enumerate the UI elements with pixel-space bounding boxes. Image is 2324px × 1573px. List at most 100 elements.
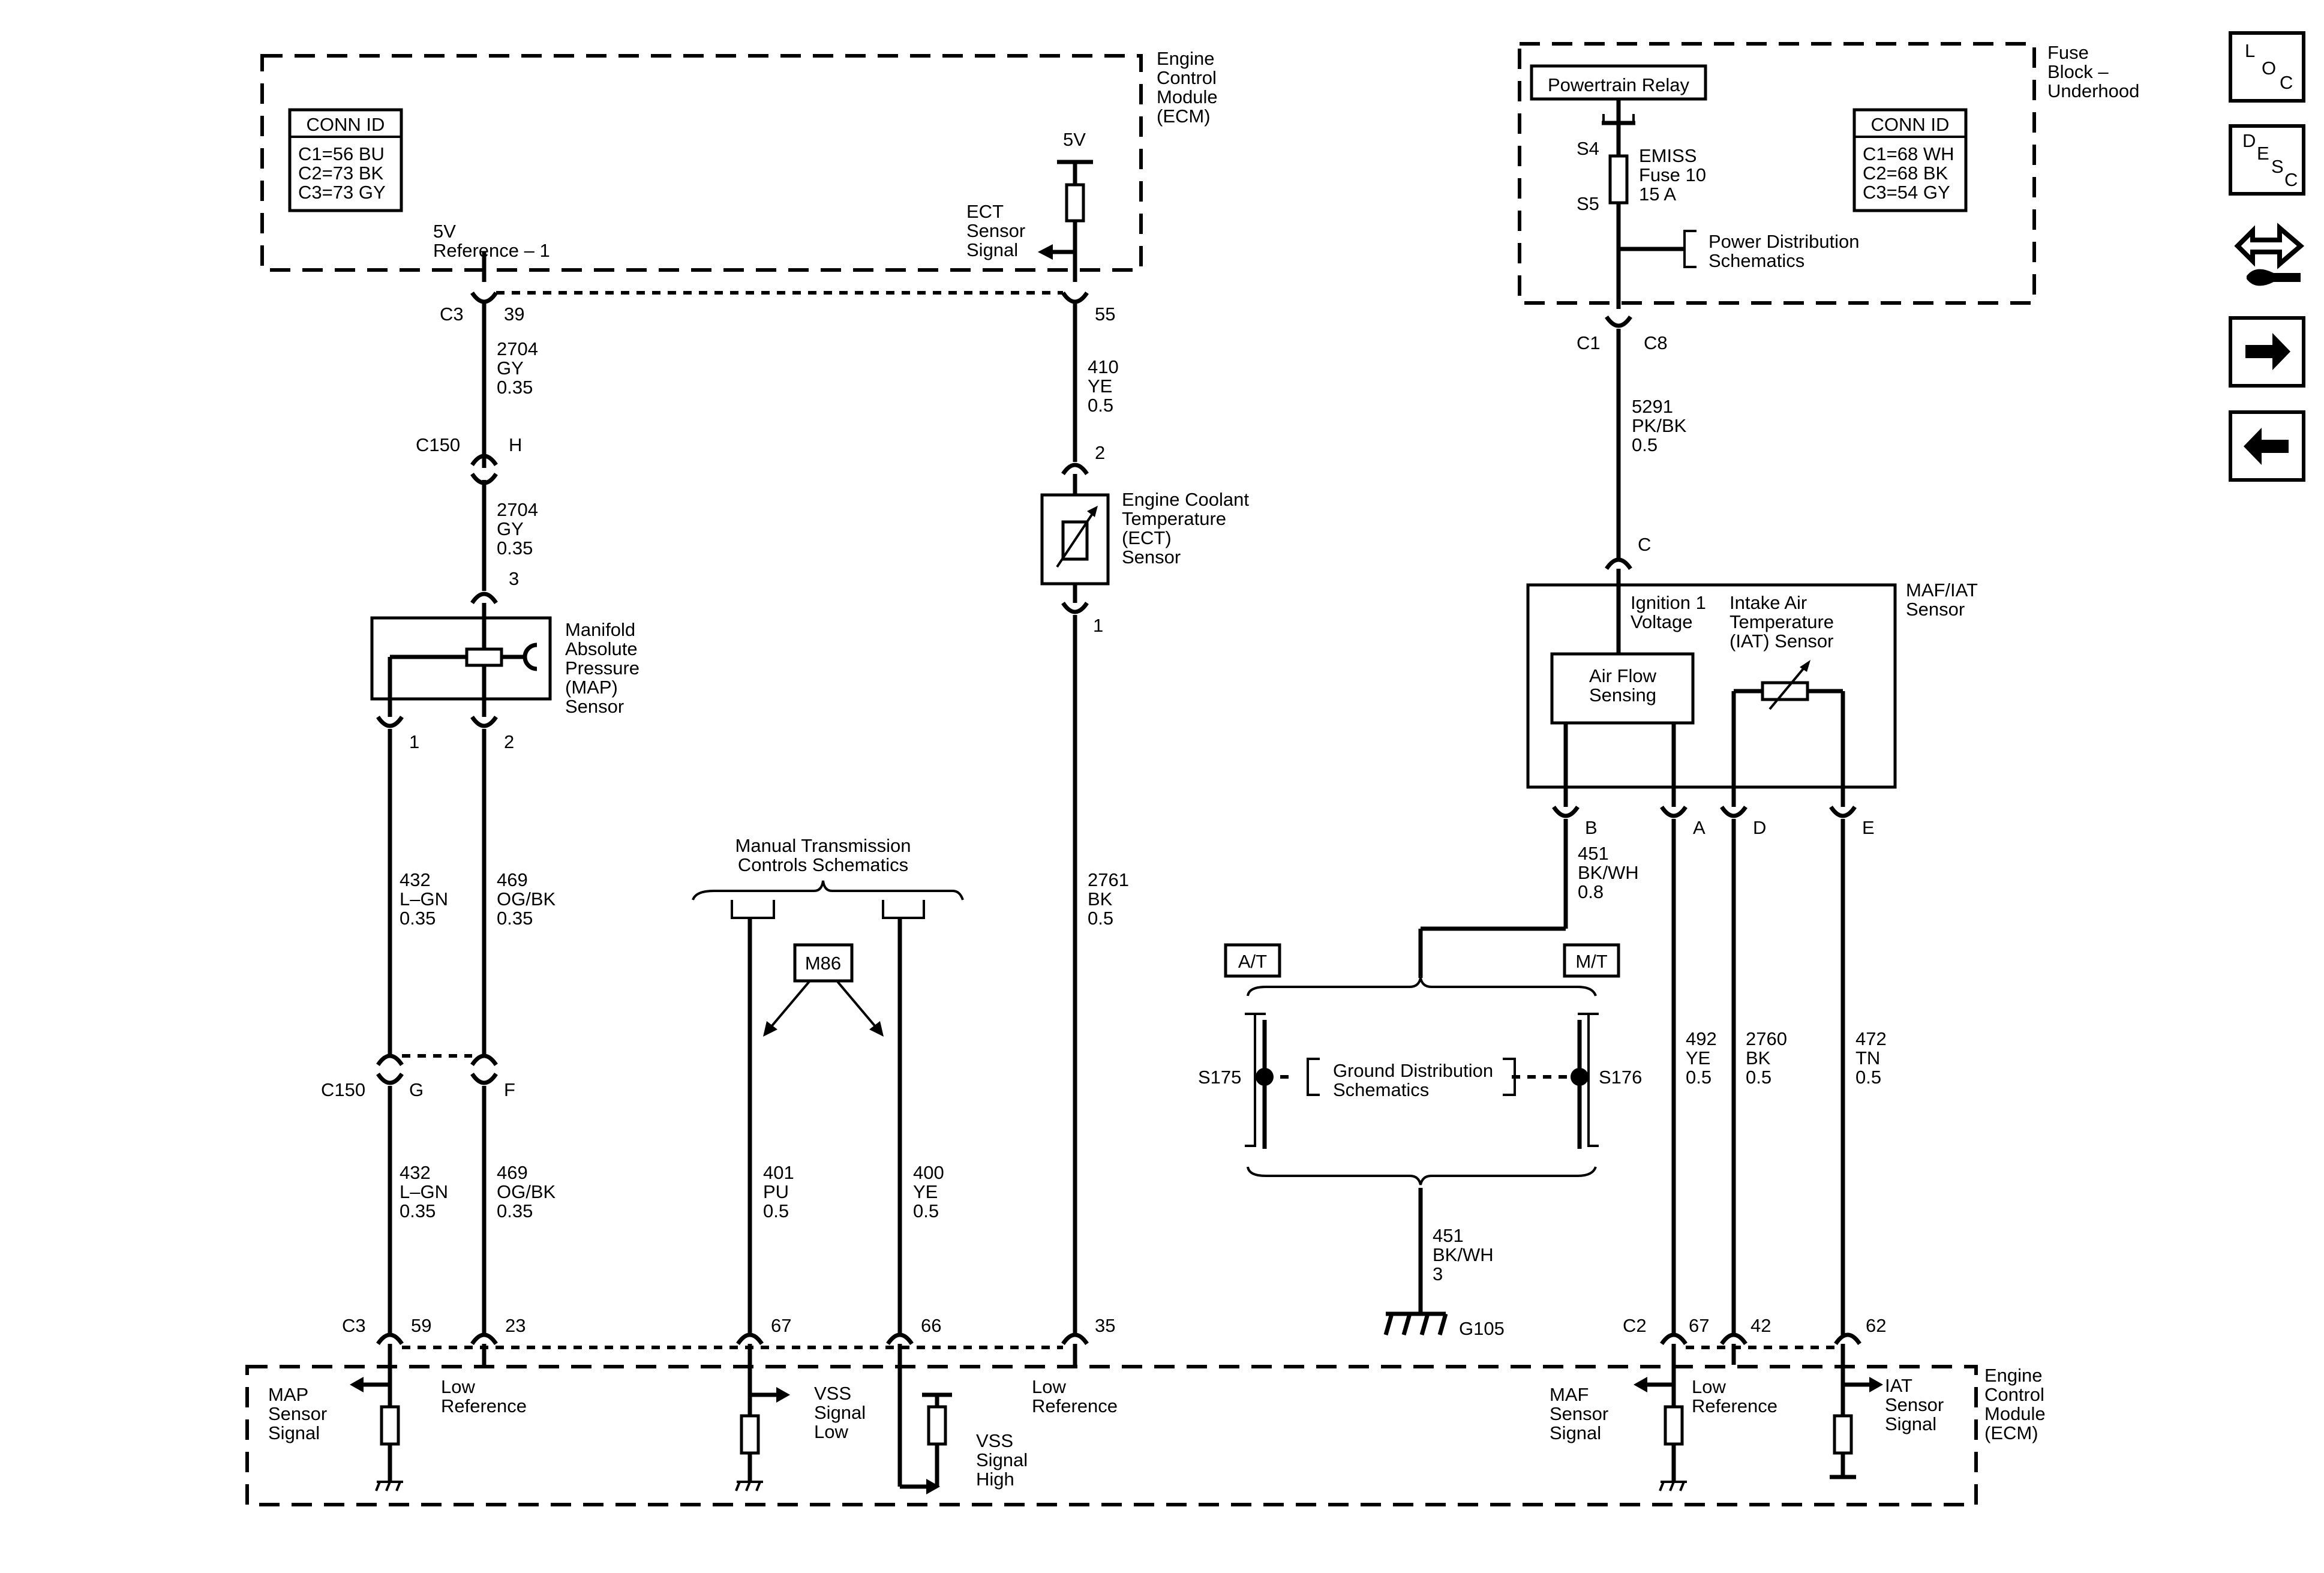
vss-low-arrow (776, 1387, 790, 1403)
desc-icon-d: D (2242, 130, 2256, 151)
air-flow-box (1550, 652, 1695, 725)
ect-pin1: 1 (1093, 615, 1103, 636)
fuse-c8-label: C8 (1644, 332, 1668, 353)
ecm-bottom-c3: C3 (342, 1315, 366, 1336)
iat-signal-arrow (1869, 1377, 1883, 1392)
desc-button[interactable]: D E S C (2229, 124, 2305, 196)
ecm-top-pin39: 39 (504, 304, 524, 325)
powertrain-relay-box (1530, 64, 1707, 101)
back-arrow-button[interactable] (2229, 410, 2305, 482)
s176-label: S176 (1599, 1067, 1642, 1088)
s4-label: S4 (1577, 138, 1599, 159)
maf-iat-outline (1526, 583, 1897, 789)
ecm-bottom-p23: 23 (505, 1315, 526, 1336)
emiss-fuse (1608, 154, 1629, 205)
back-arrow-icon (2244, 428, 2289, 465)
conn-id-ecm-title: CONN ID (307, 114, 385, 135)
ecm-bottom-p67: 67 (771, 1315, 791, 1336)
maf-signal-arrow (1634, 1377, 1647, 1392)
c150-f-label: F (504, 1079, 515, 1100)
ect-pullup-resistor (1065, 183, 1085, 223)
maf-b-label: B (1585, 817, 1598, 838)
mt-label: M/T (1575, 951, 1607, 972)
mt-box (1563, 943, 1620, 978)
ecm-bottom-terminals (376, 1332, 1861, 1346)
g105-ground (1383, 1311, 1448, 1335)
loc-icon-c: C (2280, 72, 2293, 93)
ecm-bottom-p67b: 67 (1689, 1315, 1709, 1336)
s5-label: S5 (1577, 193, 1599, 214)
s175-label: S175 (1198, 1067, 1241, 1088)
maf-e-label: E (1862, 817, 1875, 838)
ecm-bottom-p59: 59 (411, 1315, 431, 1336)
at-label: A/T (1238, 951, 1267, 972)
vss-high-arrow (926, 1479, 940, 1494)
loc-button[interactable]: L O C (2229, 31, 2305, 103)
ect-signal-arrow (1038, 244, 1053, 260)
ecm-bottom-p62: 62 (1866, 1315, 1886, 1336)
maf-a-label: A (1693, 817, 1706, 838)
ect-pin2: 2 (1095, 442, 1105, 463)
map-sensor (370, 616, 552, 701)
m86-label: M86 (805, 953, 841, 974)
ecm-bottom-p66: 66 (921, 1315, 941, 1336)
map-signal-arrow (350, 1377, 364, 1392)
ecm-top-outline (260, 54, 1143, 272)
ecm-top-pin55: 55 (1095, 304, 1115, 325)
loc-icon-l: L (2245, 40, 2255, 61)
c3-39-terminal (470, 291, 498, 304)
ecm-top-conn-c3: C3 (440, 304, 464, 325)
g105-label: G105 (1459, 1318, 1505, 1339)
iat-thermistor (1731, 660, 1845, 807)
next-arrow-button[interactable] (2229, 316, 2305, 388)
ecm-bottom-p42: 42 (1750, 1315, 1771, 1336)
map-pin1: 1 (409, 731, 419, 752)
connector-icon[interactable] (2234, 223, 2305, 286)
conn-id-fuse-title: CONN ID (1871, 114, 1950, 135)
m86-box (793, 943, 854, 983)
loc-icon-o: O (2262, 58, 2276, 79)
desc-icon-c: C (2284, 169, 2298, 190)
ect-sensor (1040, 493, 1110, 586)
fuse-c1-label: C1 (1577, 332, 1601, 353)
ecm-bottom-outline (245, 1365, 1978, 1506)
